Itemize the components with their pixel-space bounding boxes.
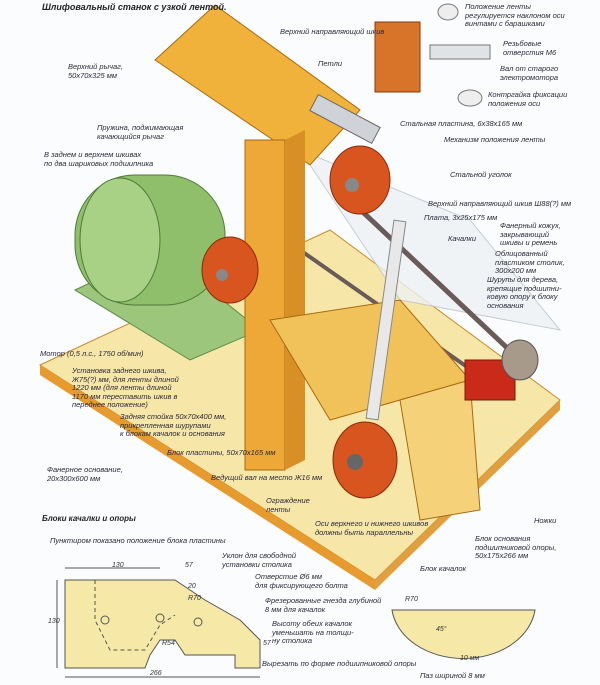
motor-end [79,177,161,303]
belt-plate [365,219,407,421]
plywood-base-edge [40,365,375,590]
label-belt-guard: Ограждение ленты [266,496,310,514]
label-dashed-note: Пунктиром показано положение блока пласт… [50,536,226,545]
bearing-block [399,379,481,521]
dim-130-height: 130 [48,618,60,625]
steel-plate [309,93,381,145]
dim-57-height: 57 [263,640,271,647]
dim-r70-rocker: R70 [405,596,418,603]
hole [155,613,165,623]
label-milled: Фрезерованные гнезда глубиной 8 мм для к… [265,596,382,614]
label-shaft: Вал от старого электромотора [500,64,559,82]
rear-pulley [201,236,259,304]
rocker-drawing [391,609,536,660]
dim-266: 266 [150,670,162,677]
label-rocker-block: Блок качалок [420,564,467,573]
hole [193,617,203,627]
inset-pulley-blank [374,21,421,93]
label-steel-angle: Стальной уголок [450,170,512,179]
label-bearings: В заднем и верхнем шкивах по два шариков… [44,150,154,168]
label-threaded-holes: Резьбовые отверстия М6 [503,39,557,57]
label-spring: Пружина, поджимающая качающийся рычаг [97,123,184,141]
label-legs: Ножки [534,516,557,525]
wing-screw-top [437,3,459,21]
post-side [285,130,305,470]
page-title: Шлифовальный станок с узкой лентой. [42,2,227,12]
label-motor: Мотор (0,5 л.с., 1750 об/мин) [40,349,144,358]
label-table: Облицованный пластиком столик, 300х200 м… [495,249,565,275]
label-slope: Уклон для свободной установки столика [222,551,297,569]
dashed-plate-outline [94,580,176,651]
label-rockers: Качалки [448,234,477,243]
label-plywood-base: Фанерное основание, 20х300х600 мм [47,465,123,483]
label-steel-plate: Стальная пластина, 6х38х165 мм [400,119,523,128]
rocker-block-drawing [64,579,261,669]
dim-130: 130 [112,562,124,569]
wing-screw-bottom [457,89,483,107]
label-hinges: Петли [318,59,343,68]
label-cut: Вырезать по форме подшипниковой опоры [262,659,417,668]
dim-r70: R70 [188,595,201,602]
label-drive-shaft: Ведущий вал на место Ж16 мм [211,473,323,482]
label-rear-post: Задняя стойка 50х70х400 мм, прикрепленна… [120,412,227,438]
belt [348,198,522,362]
label-belt-position: Положение ленты регулируется наклоном ос… [465,2,565,28]
dim-20: 20 [188,583,196,590]
label-locknut: Контргайка фиксации положения оси [488,90,568,108]
label-axes-parallel: Оси верхнего и нижнего шкивов должны быт… [315,519,429,537]
upper-lever [154,4,361,166]
hole [100,615,110,625]
drive-pulley [332,421,398,499]
label-bearing-base-block: Блок основания подшипниковой опоры, 50х1… [475,534,557,560]
label-upper-guide-pulley-size: Верхний направляющий шкив Ш88(?) мм [428,199,572,208]
dim-10mm: 10 мм [460,655,480,662]
inset-shaft [429,44,491,60]
label-belt-mechanism: Механизм положения ленты [444,135,546,144]
label-rear-pulley: Установка заднего шкива, Ж75(?) мм, для … [72,366,179,409]
upper-pulley [329,145,391,215]
label-upper-lever: Верхний рычаг, 50х70х325 мм [68,62,123,80]
label-screws: Шурупы для дерева, крепящие подшипни- ко… [487,275,562,310]
label-plate: Плата, 3х25х175 мм [424,213,498,222]
label-plywood-cover: Фанерный кожух, закрывающий шкивы и реме… [500,221,561,247]
rear-post [244,139,286,471]
dim-r54: R54 [162,640,175,647]
label-plate-block: Блок пластины, 50х70х165 мм [167,448,276,457]
detail-title: Блоки качалки и опоры [42,514,136,523]
label-height-note: Высоту обеих качалок уменьшать на толщи-… [272,619,354,645]
dim-angle: 45° [436,626,447,633]
label-hole: Отверстие Ø6 мм для фиксирующего болта [255,572,348,590]
bearing-support [464,339,539,401]
label-slot: Паз шириной 8 мм [420,671,485,680]
dim-57: 57 [185,562,193,569]
label-upper-guide-pulley: Верхний направляющий шкив [280,27,385,36]
